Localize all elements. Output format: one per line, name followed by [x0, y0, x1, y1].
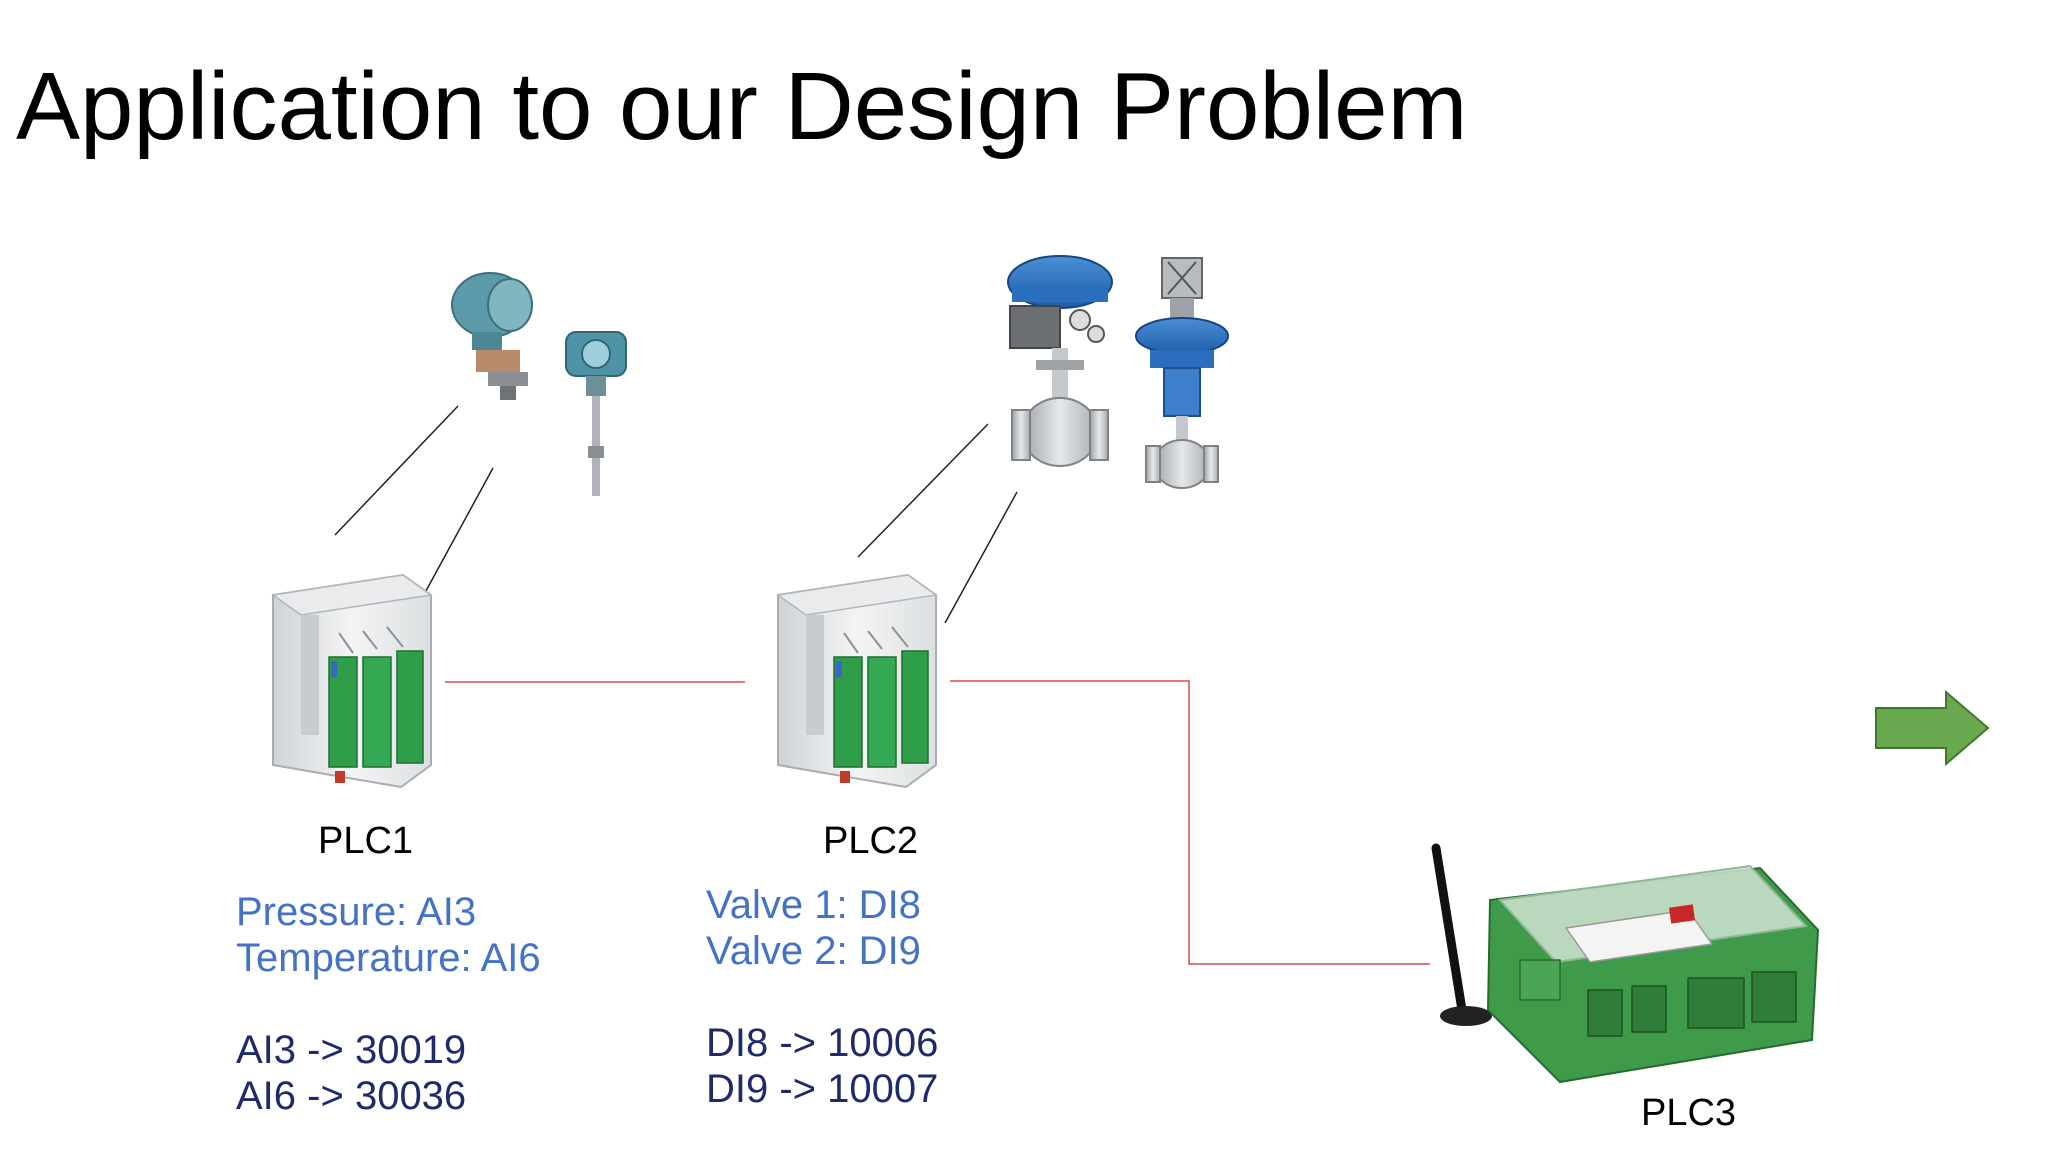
plc1-register-line: AI6 -> 30036 [236, 1074, 467, 1118]
plc1-mapping-line: Temperature: AI6 [236, 936, 541, 980]
plc1-register-line: AI3 -> 30019 [236, 1028, 467, 1072]
plc2-mapping-line: Valve 2: DI9 [706, 929, 921, 973]
right-arrow-icon[interactable] [1875, 689, 1990, 767]
plc1-device-icon [271, 573, 433, 789]
sensor-connection-lines [334, 405, 1018, 624]
control-valve-icon [1135, 257, 1229, 489]
plc2-mapping-line: Valve 1: DI8 [706, 883, 921, 927]
plc2-info: Valve 1: DI8 Valve 2: DI9 DI8 -> 10006 D… [706, 882, 938, 1112]
plc1-info: Pressure: AI3 Temperature: AI6 AI3 -> 30… [236, 889, 541, 1119]
plc2-label: PLC2 [823, 820, 919, 862]
plc1-label: PLC1 [318, 820, 414, 862]
network-connection-lines [445, 680, 1430, 965]
slide-title: Application to our Design Problem [16, 53, 1468, 160]
plc3-device-icon [1431, 843, 1820, 1084]
plc1-mapping-line: Pressure: AI3 [236, 890, 477, 934]
plc2-device-icon [776, 573, 938, 789]
plc2-register-line: DI8 -> 10006 [706, 1021, 939, 1065]
pressure-transmitter-icon [451, 272, 533, 400]
control-valve-icon [1007, 255, 1113, 467]
temperature-transmitter-icon [565, 331, 627, 496]
plc2-register-line: DI9 -> 10007 [706, 1067, 939, 1111]
plc3-label: PLC3 [1641, 1092, 1737, 1134]
